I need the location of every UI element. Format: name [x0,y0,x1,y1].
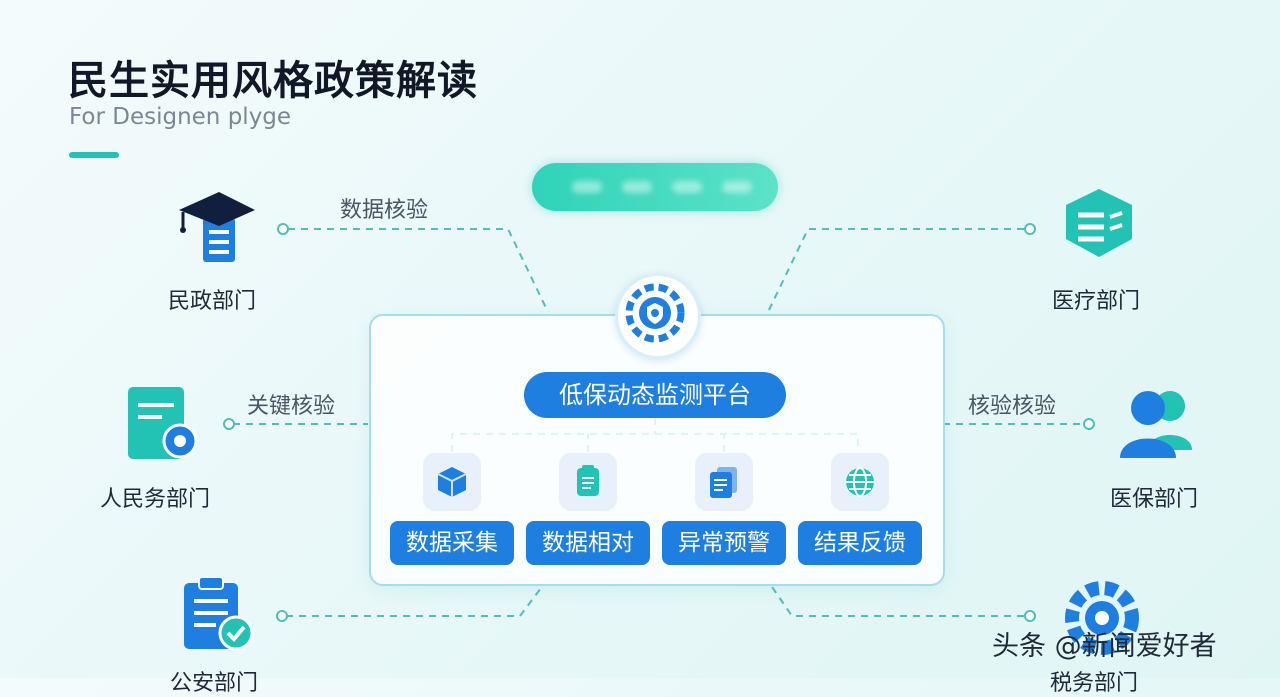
edge-label-mid-left: 关键核验 [247,394,336,419]
clipboard-check-icon [184,577,254,651]
gear-icon [1065,581,1139,655]
page-title: 民生实用风格政策解读 [68,58,478,104]
users-icon [1120,391,1192,458]
module-icon-box-3 [695,453,753,511]
platform-title: 低保动态监测平台 [524,372,786,418]
graduation-cap-icon [179,192,255,262]
page-subtitle: For Designen plyge [69,104,292,130]
connector-medical [767,228,1024,313]
connector-security [286,583,545,617]
edge-label-mid-right: 核验核验 [968,394,1057,419]
dept-medical-insurance: 医保部门 [1110,487,1199,512]
cube-icon [437,467,467,497]
platform-gear-badge [615,273,701,359]
dept-public-security: 公安部门 [170,671,259,696]
module-icon-box-2 [559,453,617,511]
connector-civil [288,228,549,313]
blurred-banner [532,163,778,211]
dept-people-affairs: 人民务部门 [100,487,211,512]
clipboard-icon [577,465,599,496]
module-icon-box-4 [831,453,889,511]
dept-medical: 医疗部门 [1052,289,1141,314]
module-icon-box-1 [423,453,481,511]
source-watermark: 头条 @新闻爱好者 [992,631,1217,662]
document-stack-icon [710,467,737,498]
module-anomaly-alert: 异常预警 [662,521,786,565]
globe-icon [846,467,874,497]
dept-tax: 税务部门 [1050,671,1139,696]
module-data-collection: 数据采集 [390,521,514,565]
dept-civil-affairs: 民政部门 [168,289,257,314]
module-data-relative: 数据相对 [526,521,650,565]
medical-stack-icon [1066,189,1132,257]
connector-lines [223,223,1095,622]
edge-label-top-left: 数据核验 [340,198,429,223]
gear-shield-icon [625,283,685,343]
connector-tax [769,583,1024,617]
module-result-feedback: 结果反馈 [798,521,922,565]
document-gear-icon [128,387,198,459]
title-accent-bar [69,152,119,158]
